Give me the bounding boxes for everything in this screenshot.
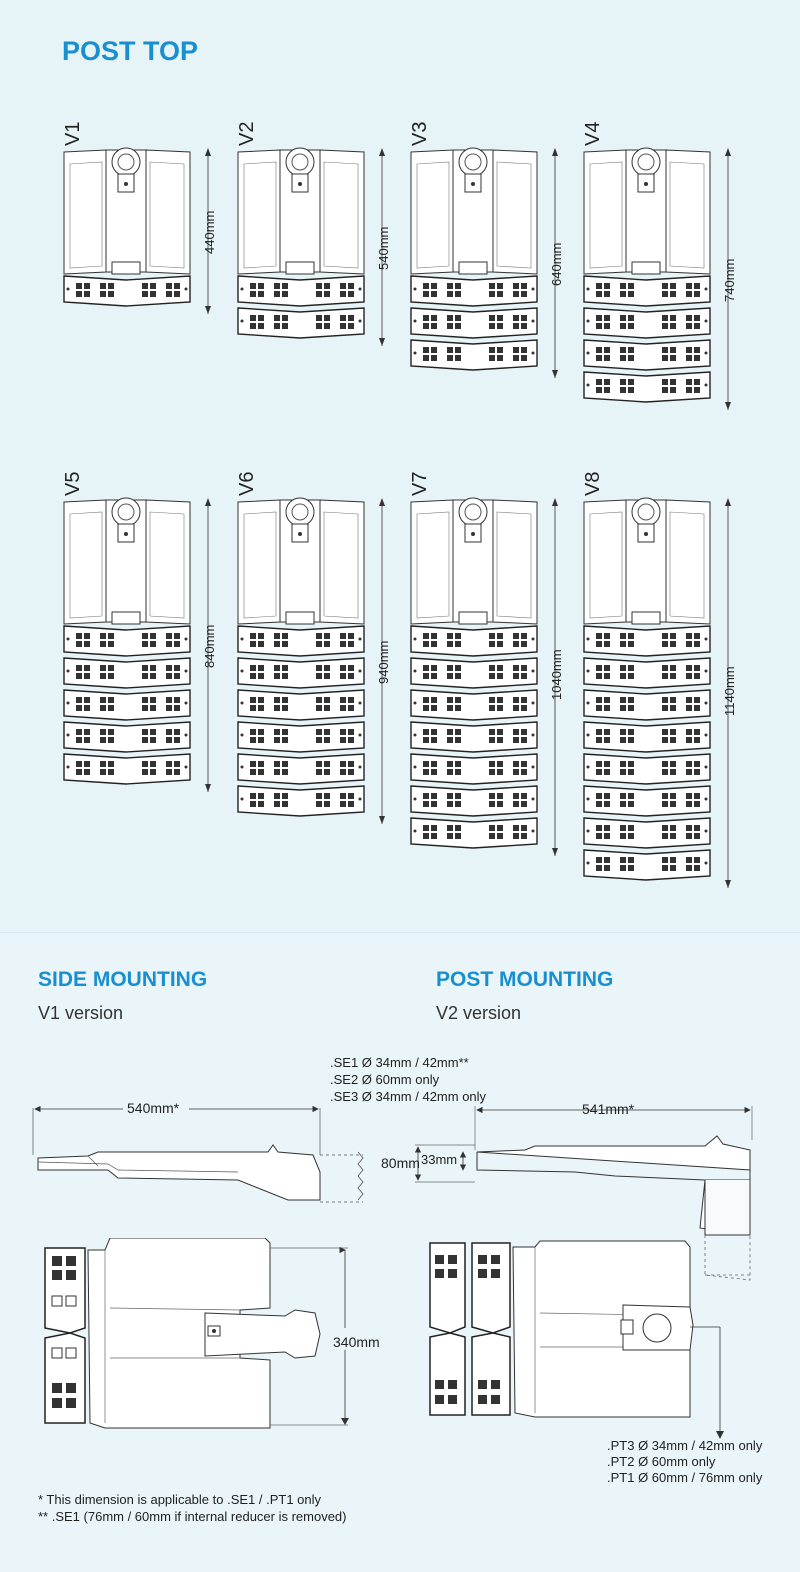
variant-height-dim: 440mm (202, 210, 217, 254)
variant-height-dim: 840mm (202, 624, 217, 668)
variant-label: V6 (236, 471, 258, 496)
variant-drawing (583, 497, 731, 888)
variant-label: V1 (62, 121, 84, 146)
se3-note: .SE3 Ø 34mm / 42mm only (330, 1089, 487, 1104)
variant-label: V8 (582, 471, 604, 496)
variant-drawing (237, 497, 385, 824)
side-length-dim: 540mm* (127, 1100, 180, 1116)
pt3-note: .PT3 Ø 34mm / 42mm only (607, 1438, 763, 1453)
variant-height-dim: 940mm (376, 640, 391, 684)
variant-label: V4 (582, 121, 604, 146)
pt1-note: .PT1 Ø 60mm / 76mm only (607, 1470, 763, 1485)
variant-label: V2 (236, 121, 258, 146)
post-mounting-title: POST MOUNTING (436, 968, 614, 991)
pt2-note: .PT2 Ø 60mm only (607, 1454, 716, 1469)
footnote-1: * This dimension is applicable to .SE1 /… (38, 1492, 322, 1507)
footnote-2: ** .SE1 (76mm / 60mm if internal reducer… (38, 1509, 347, 1524)
side-mounting-title: SIDE MOUNTING (38, 968, 208, 991)
side-mounting-plan-view (44, 1238, 349, 1429)
variant-label: V5 (62, 471, 84, 496)
side-mounting-side-view (32, 1100, 364, 1203)
post-length-dim: 541mm* (582, 1101, 635, 1117)
variant-drawing (410, 497, 558, 856)
se1-note: .SE1 Ø 34mm / 42mm** (330, 1055, 469, 1070)
post-top-title: POST TOP (62, 36, 199, 66)
side-mounting-subtitle: V1 version (38, 1003, 124, 1023)
post-mounting-side-view (414, 1106, 753, 1281)
variant-drawing (583, 147, 731, 410)
variant-height-dim: 1040mm (549, 649, 564, 700)
variant-height-dim: 640mm (549, 242, 564, 286)
variant-height-dim: 540mm (376, 226, 391, 270)
variant-drawing (410, 147, 558, 378)
side-width-dim: 340mm (333, 1334, 380, 1350)
variant-label: V7 (409, 471, 431, 496)
variant-drawing (63, 147, 211, 314)
variant-height-dim: 1140mm (722, 666, 737, 716)
se2-note: .SE2 Ø 60mm only (330, 1072, 440, 1087)
variant-label: V3 (409, 121, 431, 146)
post-mounting-subtitle: V2 version (436, 1003, 522, 1023)
variant-height-dim: 740mm (722, 258, 737, 302)
variant-drawing (237, 147, 385, 346)
post-height-outer-dim: 80mm (381, 1155, 420, 1171)
post-mounting-plan-view (429, 1240, 724, 1439)
post-height-inner-dim: 33mm (421, 1152, 458, 1167)
variant-drawing (63, 497, 211, 792)
